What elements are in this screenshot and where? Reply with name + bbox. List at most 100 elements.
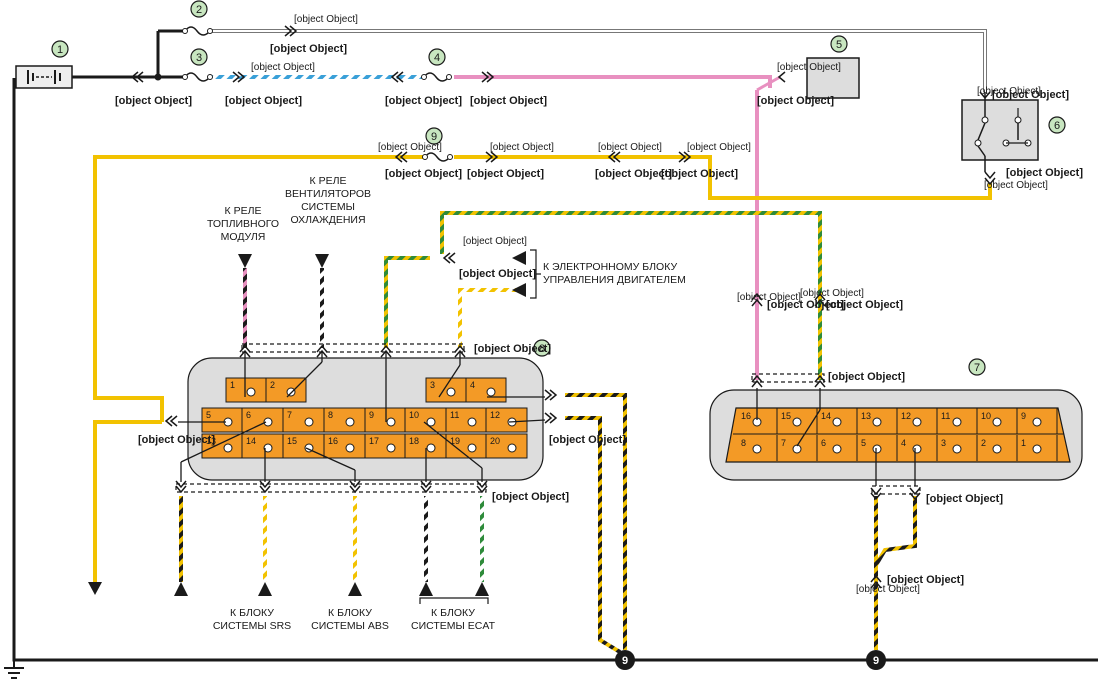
callout-2: 2 — [190, 0, 208, 18]
svg-text:19: 19 — [450, 436, 460, 446]
connector-8-pin-20: 20 — [485, 433, 528, 459]
callout-6: 6 — [1048, 116, 1066, 134]
wire-green-jb05-x11 — [440, 211, 822, 380]
callout-7: 7 — [968, 358, 986, 376]
connector-8-pin-4: 4 — [465, 377, 507, 403]
svg-text:6: 6 — [1054, 120, 1060, 132]
svg-text:17: 17 — [369, 436, 379, 446]
connector-7-pin-13: 13 — [861, 408, 898, 434]
svg-text:5: 5 — [861, 438, 866, 448]
label-14: [object Object] — [687, 142, 751, 153]
connector-7-pin-14: 14 — [821, 408, 858, 434]
fuse-3-icon — [182, 72, 213, 82]
label-15: [object Object] — [598, 142, 662, 153]
connector-8-pin-17: 17 — [364, 433, 407, 459]
svg-text:12: 12 — [901, 411, 911, 421]
connector-7-pin-11: 11 — [941, 408, 978, 434]
label-2: [object Object] — [251, 62, 315, 73]
connector-7-pin-3: 3 — [941, 435, 978, 461]
svg-text:10: 10 — [409, 410, 419, 420]
label-x-11: [object Object] — [887, 574, 964, 586]
label-1: [object Object] — [294, 14, 358, 25]
svg-text:18: 18 — [409, 436, 419, 446]
wire-u01-ground-b — [565, 416, 622, 654]
connector-8-pin-1: 1 — [225, 377, 267, 403]
label-sc-05: [object Object] — [757, 95, 834, 107]
connector-8-pin-10: 10 — [404, 407, 447, 433]
svg-text:12: 12 — [490, 410, 500, 420]
label-a12: [object Object] — [463, 236, 527, 247]
connector-8-pin-3: 3 — [425, 377, 467, 403]
svg-text:4: 4 — [434, 52, 440, 64]
label-jb-05: [object Object] — [467, 168, 544, 180]
svg-text:9: 9 — [1021, 411, 1026, 421]
connector-dashed-bands — [175, 343, 921, 495]
connector-7-pin-6: 6 — [821, 435, 858, 461]
svg-text:5: 5 — [206, 410, 211, 420]
label-a2: [object Object] — [490, 142, 554, 153]
svg-text:13: 13 — [206, 436, 216, 446]
fuse-9-icon — [392, 152, 453, 162]
connector-8-pin-6: 6 — [241, 407, 284, 433]
callout-3: 3 — [190, 48, 208, 66]
svg-text:8: 8 — [328, 410, 333, 420]
connector-7-body — [725, 407, 1071, 463]
label-u-01: [object Object] — [549, 434, 626, 446]
relay-6-icon — [961, 92, 1039, 172]
svg-text:8: 8 — [539, 343, 545, 355]
svg-text:2: 2 — [981, 438, 986, 448]
svg-text:13: 13 — [861, 411, 871, 421]
connector-8-pin-19: 19 — [445, 433, 488, 459]
connector-labels: [object Object] [object Object] [object Ob… — [115, 14, 1083, 595]
connector-chevron-icons — [130, 25, 996, 589]
svg-text:1: 1 — [230, 380, 235, 390]
component-callouts: 1 2 3 4 5 6 7 8 9 — [51, 0, 1066, 376]
ground-point-9-left-icon — [615, 650, 635, 670]
wire-fuse2-x20 — [210, 29, 987, 92]
connector-8-pin-2: 2 — [265, 377, 307, 403]
connector-7-internal-links — [756, 388, 916, 486]
svg-text:8: 8 — [741, 438, 746, 448]
svg-text:16: 16 — [741, 411, 751, 421]
ground-point-9-right-icon — [866, 650, 886, 670]
connector-8-pin-15: 15 — [282, 433, 325, 459]
svg-text:10: 10 — [981, 411, 991, 421]
svg-text:7: 7 — [287, 410, 292, 420]
svg-text:20: 20 — [490, 436, 500, 446]
svg-text:6: 6 — [821, 438, 826, 448]
ground-symbol-icon — [4, 660, 24, 679]
callout-4: 4 — [428, 48, 446, 66]
connector-7-pin-15: 15 — [781, 408, 818, 434]
svg-text:6: 6 — [246, 410, 251, 420]
label-x-17: [object Object] — [470, 95, 547, 107]
svg-text:5: 5 — [836, 39, 842, 51]
svg-text:11: 11 — [450, 410, 459, 420]
wire-u01-ground-a — [565, 393, 627, 650]
svg-text:3: 3 — [196, 52, 202, 64]
label-u-01: [object Object] — [138, 434, 215, 446]
label-x-20: [object Object] — [1006, 167, 1083, 179]
connector-7-pin-10: 10 — [981, 408, 1018, 434]
svg-text:7: 7 — [781, 438, 786, 448]
svg-text:2: 2 — [196, 4, 202, 16]
connector-8-pin-12: 12 — [485, 407, 528, 433]
ecat-bracket — [419, 597, 489, 604]
svg-text:1: 1 — [57, 44, 63, 56]
label-jb-08: [object Object] — [225, 95, 302, 107]
connector-8-pin-13: 13 — [201, 433, 244, 459]
svg-text:4: 4 — [470, 380, 475, 390]
label-d4: [object Object] — [378, 142, 442, 153]
label-u-02: [object Object] — [926, 493, 1003, 505]
svg-text:2: 2 — [270, 380, 275, 390]
callout-9: 9 — [425, 127, 443, 145]
label-x-17: [object Object] — [385, 95, 462, 107]
svg-text:4: 4 — [901, 438, 906, 448]
